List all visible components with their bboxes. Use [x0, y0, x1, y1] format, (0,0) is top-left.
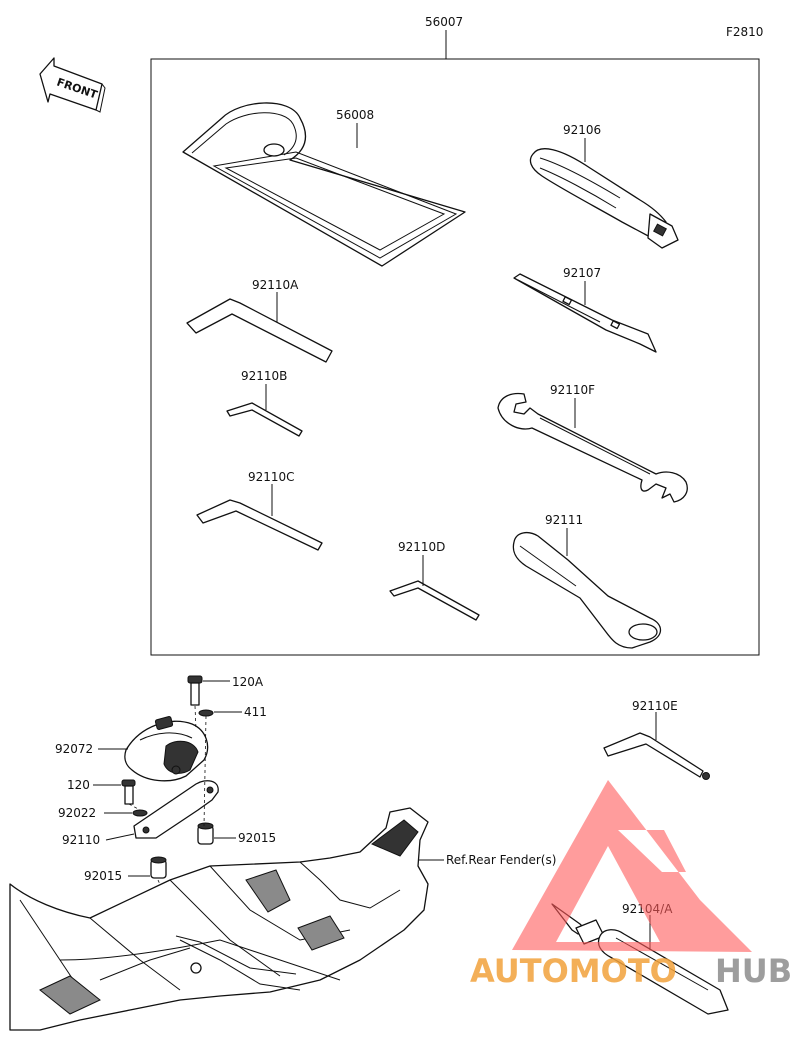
- callout-92110: 92110: [62, 833, 100, 847]
- callout-92110d: 92110D: [398, 540, 445, 554]
- callout-120: 120: [67, 778, 90, 792]
- collar-left: [150, 856, 167, 879]
- bolt-120a: [187, 675, 203, 706]
- washer-411: [198, 709, 214, 717]
- callout-92110b: 92110B: [241, 369, 287, 383]
- bracket-92110: [133, 780, 219, 839]
- callout-92072: 92072: [55, 742, 93, 756]
- collar-right: [197, 822, 214, 845]
- rear-fender-reference: [9, 807, 429, 1031]
- leader-92110: [105, 833, 135, 841]
- hex-wrench-e: [603, 732, 710, 780]
- watermark-text-left: AUTOMOTO: [470, 952, 677, 990]
- callout-92106: 92106: [563, 123, 601, 137]
- callout-56008: 56008: [336, 108, 374, 122]
- open-end-wrench: [497, 392, 688, 503]
- extension-bar: [512, 531, 662, 649]
- callout-92107: 92107: [563, 266, 601, 280]
- figure-code: F2810: [726, 25, 763, 39]
- callout-92111: 92111: [545, 513, 583, 527]
- hex-wrench-c: [196, 499, 323, 551]
- hex-wrench-d: [389, 580, 480, 621]
- callout-92110c: 92110C: [248, 470, 295, 484]
- callout-92110f: 92110F: [550, 383, 595, 397]
- watermark-text-right: HUB: [715, 952, 792, 990]
- callout-92110e: 92110E: [632, 699, 678, 713]
- hex-wrench-b: [226, 402, 303, 437]
- callout-92110a: 92110A: [252, 278, 299, 292]
- washer-92022: [132, 809, 148, 817]
- watermark-triangle-icon: [512, 780, 752, 952]
- bolt-120: [121, 779, 136, 805]
- callout-92015-left: 92015: [84, 869, 122, 883]
- callout-56007: 56007: [425, 15, 463, 29]
- callout-411: 411: [244, 705, 267, 719]
- watermark-logo: [512, 780, 752, 952]
- callout-120a: 120A: [232, 675, 264, 689]
- front-arrow-icon: FRONT: [39, 57, 106, 113]
- screwdriver-bit: [513, 273, 657, 353]
- hex-wrench-a: [186, 298, 333, 363]
- callout-92015-right: 92015: [238, 831, 276, 845]
- tool-kit-frame: [150, 58, 760, 656]
- screwdriver-handle: [529, 148, 679, 249]
- cover-92072: [124, 716, 209, 782]
- tool-pouch: [182, 102, 466, 267]
- callout-ref-fender: Ref.Rear Fender(s): [446, 853, 556, 867]
- callout-92022: 92022: [58, 806, 96, 820]
